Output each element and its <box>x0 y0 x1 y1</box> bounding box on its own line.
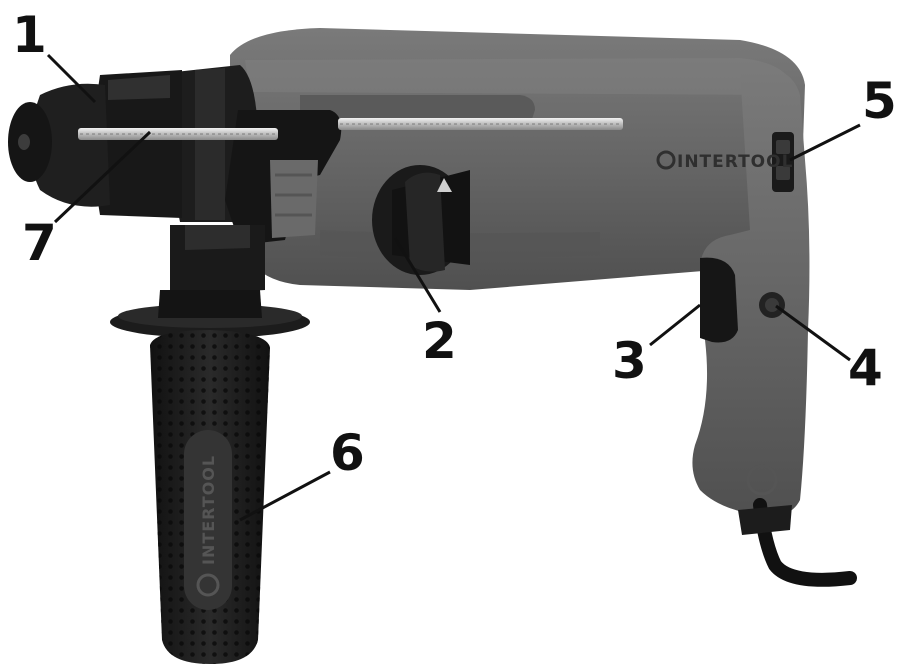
reverse-switch <box>772 132 794 192</box>
side-handle-clamp <box>225 110 342 245</box>
handle-brand-text: INTERTOOL <box>199 455 218 565</box>
leader-lines <box>46 53 861 522</box>
leader-line-2 <box>393 237 442 313</box>
side-handle-neck <box>170 225 265 295</box>
leader-line-1 <box>46 53 97 104</box>
callout-6: 6 <box>330 424 365 482</box>
power-cord <box>738 498 857 587</box>
tool-holder-chuck <box>8 83 110 207</box>
callout-3: 3 <box>612 332 647 390</box>
callout-5: 5 <box>862 72 897 130</box>
side-handle-flange <box>110 290 310 338</box>
mode-selector-knob <box>372 165 470 275</box>
callout-4: 4 <box>848 339 883 397</box>
trigger-switch <box>700 257 738 343</box>
leader-line-3 <box>649 303 701 347</box>
callout-2: 2 <box>422 312 457 370</box>
leader-line-6 <box>239 470 331 522</box>
leader-line-7 <box>53 130 152 224</box>
callout-7: 7 <box>22 214 57 272</box>
lock-button <box>759 292 785 318</box>
callout-1: 1 <box>12 6 47 64</box>
leader-line-4 <box>775 304 851 362</box>
callout-labels: 1 2 3 4 5 6 7 <box>12 6 897 482</box>
handle-logo-icon <box>196 573 220 597</box>
intertool-logo-icon <box>656 150 676 170</box>
depth-gauge-rod <box>78 118 623 140</box>
auxiliary-side-handle: INTERTOOL <box>150 330 270 664</box>
body-brand-mark: INTERTOOL <box>656 150 793 172</box>
leader-line-5 <box>789 123 861 162</box>
body-brand-text: INTERTOOL <box>677 152 793 172</box>
